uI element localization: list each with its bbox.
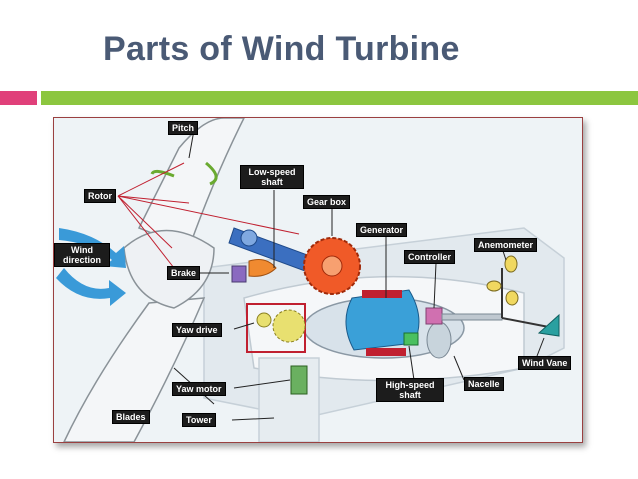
label-high-speed-shaft: High-speed shaft [376,378,444,402]
brake-disc [248,259,277,277]
accent-bar-pink [0,91,37,105]
anemometer-cup-1 [504,255,518,273]
yaw-gear-large [272,309,306,343]
wind-arrow-lower [56,268,126,306]
label-yaw-motor: Yaw motor [172,382,226,396]
label-yaw-drive: Yaw drive [172,323,222,337]
gear-hub [321,255,343,277]
leader-lines [117,162,300,269]
yaw-motor [290,365,308,395]
label-pitch: Pitch [168,121,199,135]
label-brake: Brake [167,266,201,280]
wind-vane-fin [537,313,560,337]
generator-magnet-bottom [366,348,406,356]
pitch-arrow-right [205,161,218,186]
label-controller: Controller [404,250,456,264]
label-generator: Generator [356,223,408,237]
wind-turbine-diagram: Pitch Rotor Low-speed shaft Gear box Gen… [53,117,583,443]
yaw-gear-small [256,312,272,328]
label-wind-vane: Wind Vane [518,356,572,370]
label-tower: Tower [182,413,216,427]
accent-bar-green [41,91,638,105]
tower [258,357,320,442]
label-nacelle: Nacelle [464,377,504,391]
generator-end [426,321,452,359]
brake-block [231,265,247,283]
anemometer-cup-3 [505,290,519,306]
label-wind-direction: Wind direction [54,243,110,267]
wind-vane-rod [501,317,555,329]
label-blades: Blades [112,410,150,424]
slide-title: Parts of Wind Turbine [103,30,460,68]
diagram-artwork [54,118,582,442]
controller-cable [441,313,503,321]
anemometer-cup-2 [486,280,502,292]
generator-magnet-top [362,290,402,298]
shaft-bearing [240,229,258,247]
label-rotor: Rotor [84,189,116,203]
pitch-arrow-left [150,169,175,178]
controller-box [425,307,443,325]
label-low-speed-shaft: Low-speed shaft [240,165,304,189]
label-gear-box: Gear box [303,195,351,209]
label-anemometer: Anemometer [474,238,538,252]
high-speed-shaft [403,332,419,346]
